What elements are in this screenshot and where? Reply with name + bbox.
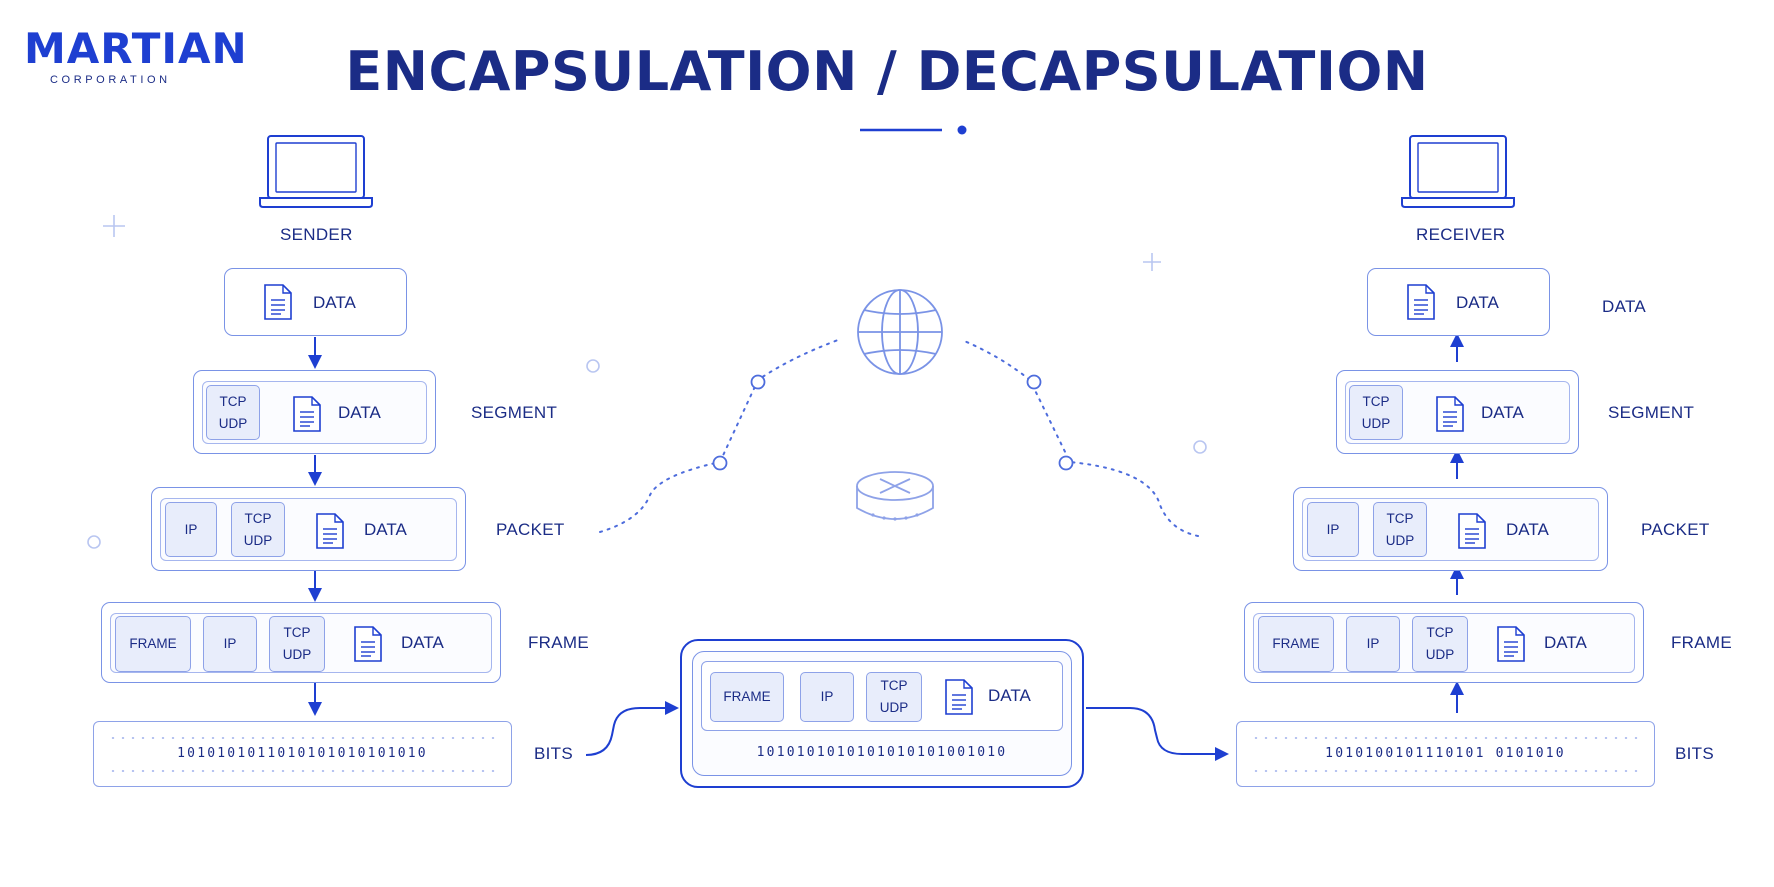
logo-subtitle: CORPORATION <box>50 74 171 86</box>
page-title: ENCAPSULATION / DECAPSULATION <box>345 40 1429 103</box>
frame-side-label: FRAME <box>1671 633 1732 652</box>
logo-name: MARTIAN <box>24 24 248 73</box>
segment-side-label: SEGMENT <box>471 403 558 422</box>
document-icon <box>1458 513 1486 549</box>
sender-label: SENDER <box>280 225 353 244</box>
globe-icon <box>857 289 943 375</box>
document-icon <box>1436 396 1464 432</box>
data-label: DATA <box>338 403 381 422</box>
ip-header: IP <box>1346 616 1400 672</box>
ip-header: IP <box>203 616 257 672</box>
bits-side-label: BITS <box>1675 744 1714 763</box>
receiver-label: RECEIVER <box>1416 225 1506 244</box>
receiver-laptop-icon <box>1401 135 1515 208</box>
data-label: DATA <box>401 633 444 652</box>
data-label: DATA <box>1506 520 1549 539</box>
packet-side-label: PACKET <box>496 520 565 539</box>
document-icon <box>1407 284 1435 320</box>
data-label: DATA <box>1481 403 1524 422</box>
data-label: DATA <box>313 293 356 312</box>
bits-value: 1010101010101010101001010 <box>756 745 1008 760</box>
bits-side-label: BITS <box>534 744 573 763</box>
document-icon <box>1497 626 1525 662</box>
frame-header: FRAME <box>115 616 191 672</box>
document-icon <box>354 626 382 662</box>
data-label: DATA <box>364 520 407 539</box>
ip-header: IP <box>800 672 854 722</box>
document-icon <box>316 513 344 549</box>
bits-value: 1010101011010101010101010 <box>177 746 428 761</box>
document-icon <box>293 396 321 432</box>
receiver-bits-layer: 1010100101110101 0101010 <box>1236 721 1655 787</box>
packet-side-label: PACKET <box>1641 520 1710 539</box>
document-icon <box>264 284 292 320</box>
router-icon <box>856 471 934 521</box>
sender-data-layer: DATA <box>224 268 407 336</box>
ip-header: IP <box>165 502 217 557</box>
sender-bits-layer: 1010101011010101010101010 <box>93 721 512 787</box>
sender-laptop-icon <box>259 135 373 208</box>
receiver-data-layer: DATA <box>1367 268 1550 336</box>
data-label: DATA <box>1544 633 1587 652</box>
data-label: DATA <box>1456 293 1499 312</box>
data-side-label: DATA <box>1602 297 1647 316</box>
frame-header: FRAME <box>710 672 784 722</box>
bits-value: 1010100101110101 0101010 <box>1325 746 1566 761</box>
ip-header: IP <box>1307 502 1359 557</box>
segment-side-label: SEGMENT <box>1608 403 1695 422</box>
frame-header: FRAME <box>1258 616 1334 672</box>
data-label: DATA <box>988 686 1031 705</box>
document-icon <box>945 679 973 715</box>
title-dot <box>957 125 967 135</box>
frame-side-label: FRAME <box>528 633 589 652</box>
